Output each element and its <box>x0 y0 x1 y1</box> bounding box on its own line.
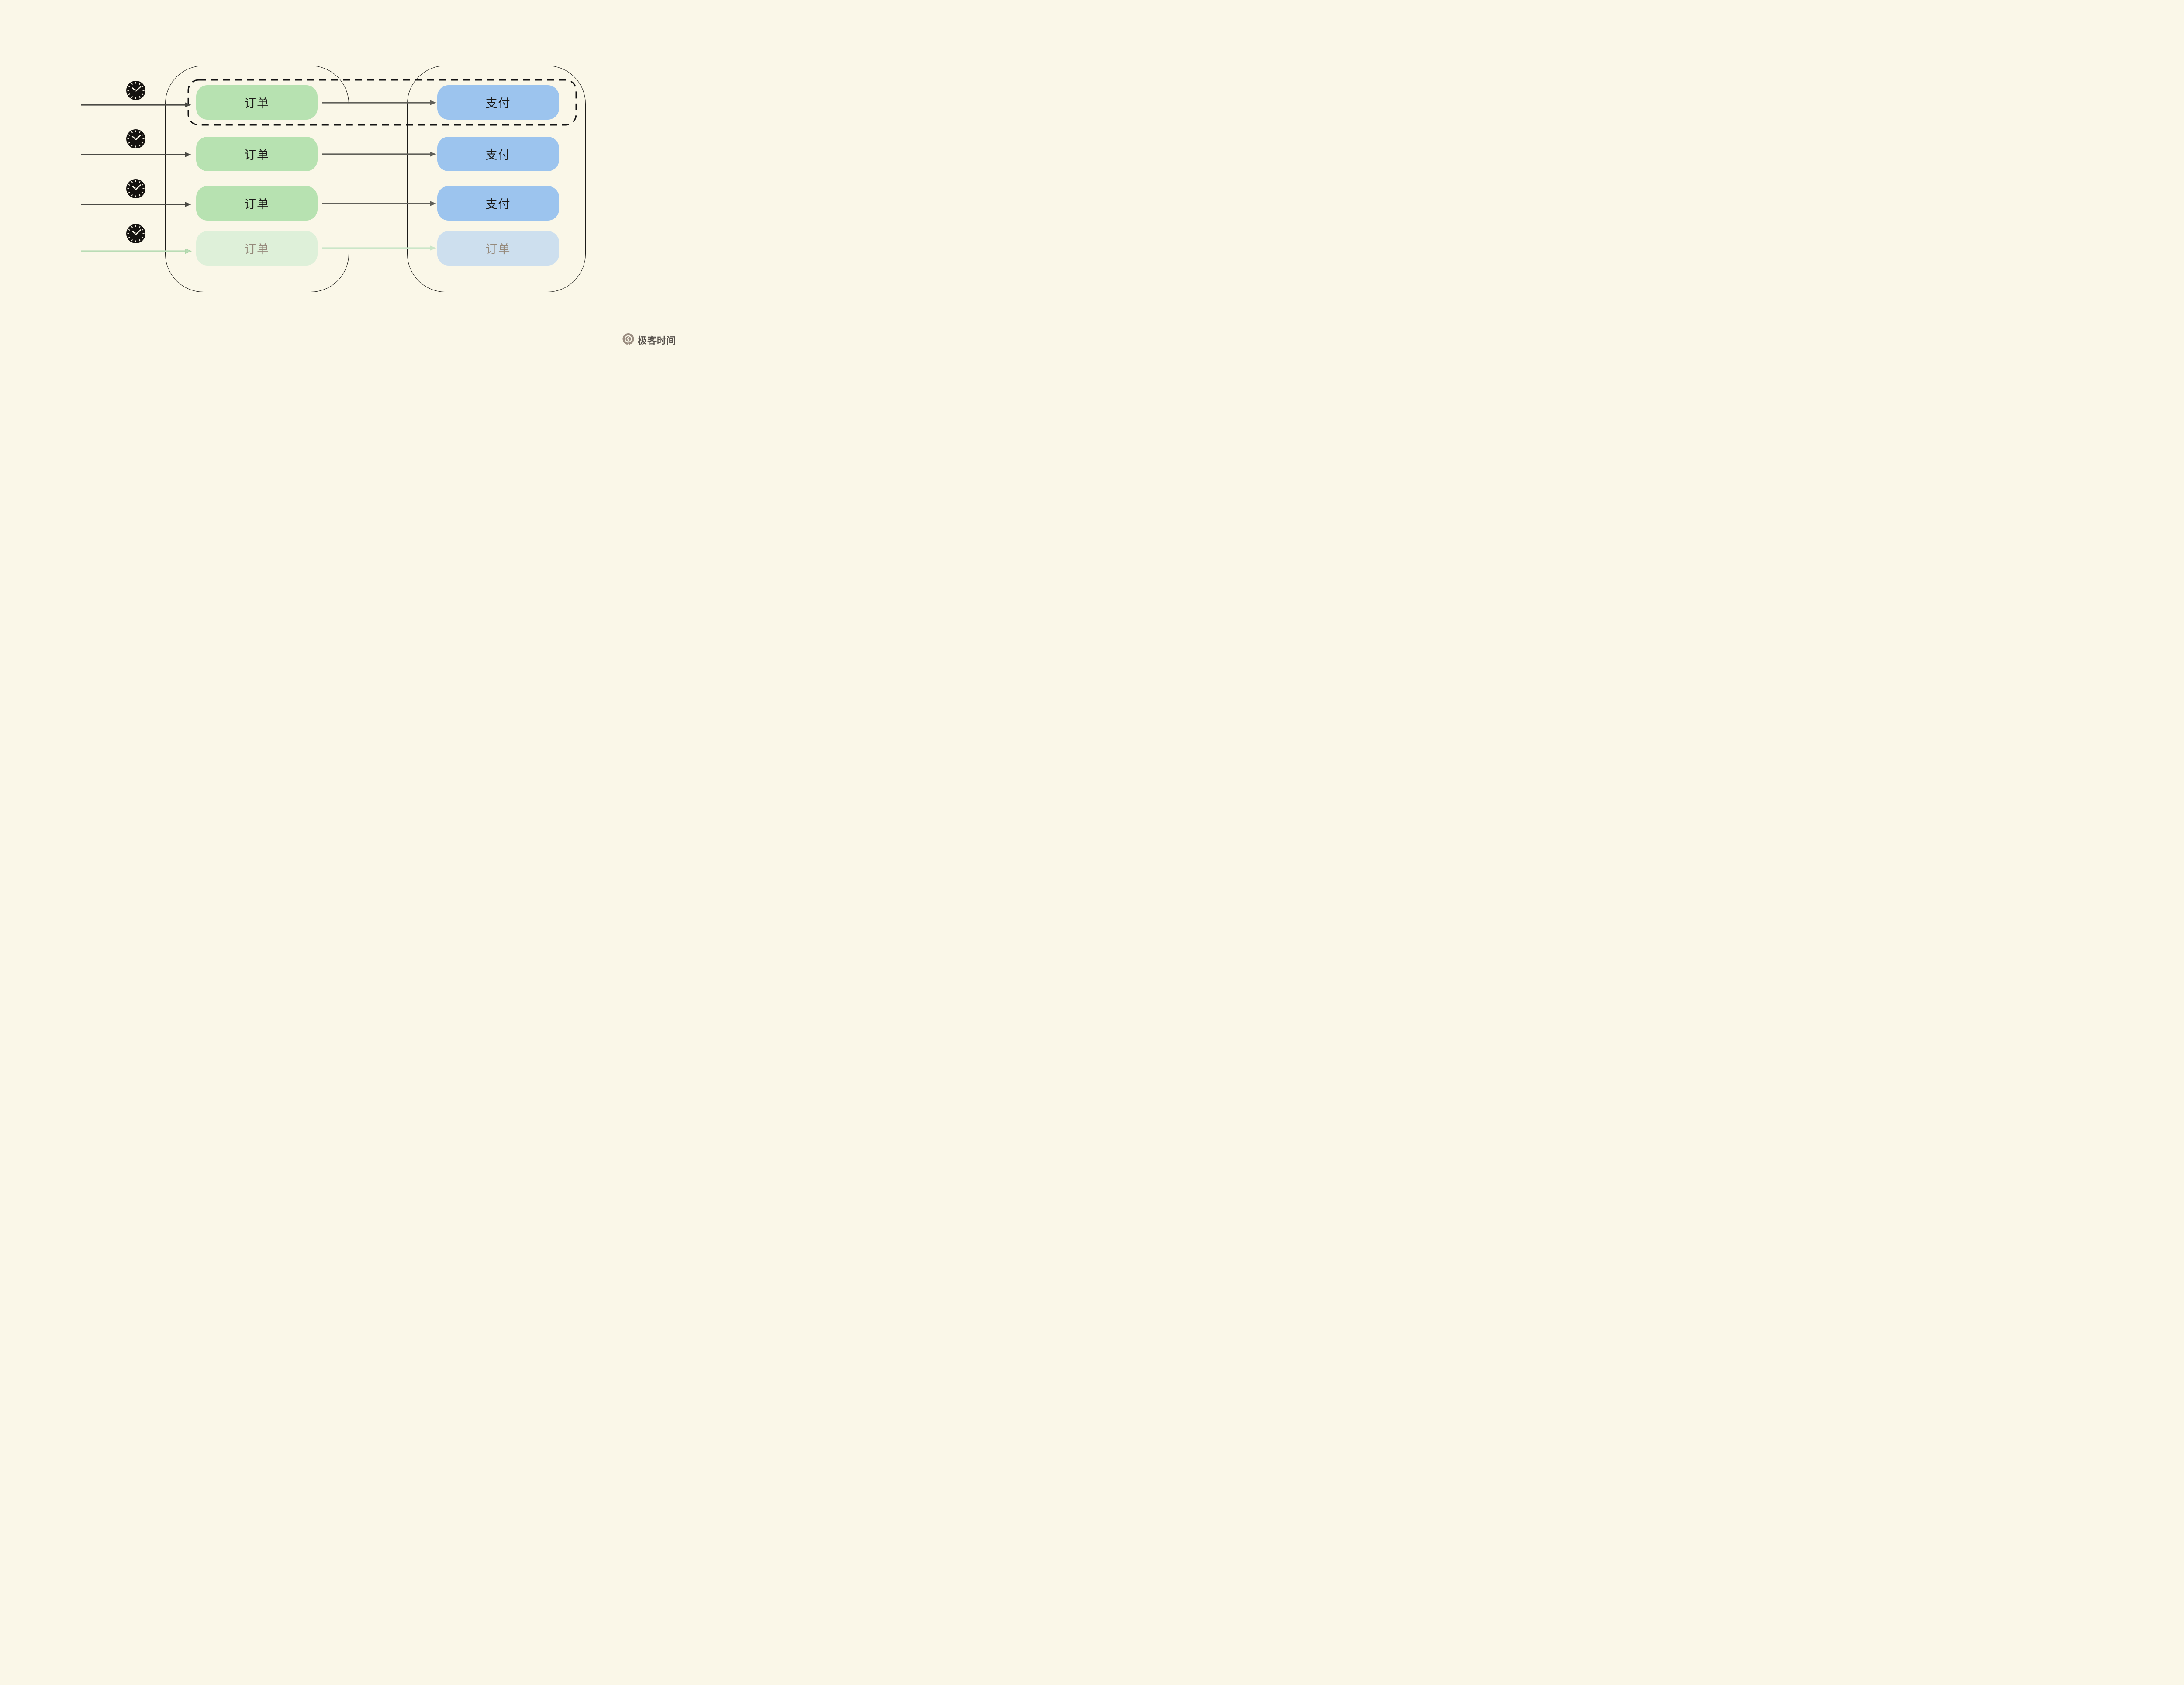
clock-icon <box>125 80 146 101</box>
geektime-logo-text: 极客时间 <box>638 336 676 346</box>
payment-service-container <box>407 66 586 292</box>
clock-icon <box>125 178 146 199</box>
geektime-logo-icon <box>622 333 634 347</box>
payment-pill-row3: 支付 <box>437 186 559 221</box>
order-pill-row2: 订单 <box>196 137 318 171</box>
order-pill-row1: 订单 <box>196 85 318 120</box>
order-pill-row4-faded: 订单 <box>196 231 318 266</box>
order-pill-row3: 订单 <box>196 186 318 221</box>
order-pill-row4-target-faded: 订单 <box>437 231 559 266</box>
payment-pill-row1: 支付 <box>437 85 559 120</box>
clock-icon <box>125 128 146 149</box>
payment-pill-row2: 支付 <box>437 137 559 171</box>
diagram-canvas: 订单 支付 订单 支付 订单 支付 订单 订单 <box>0 0 683 355</box>
order-service-container <box>165 66 349 292</box>
clock-icon <box>125 223 146 244</box>
geektime-logo: 极客时间 <box>622 332 676 348</box>
